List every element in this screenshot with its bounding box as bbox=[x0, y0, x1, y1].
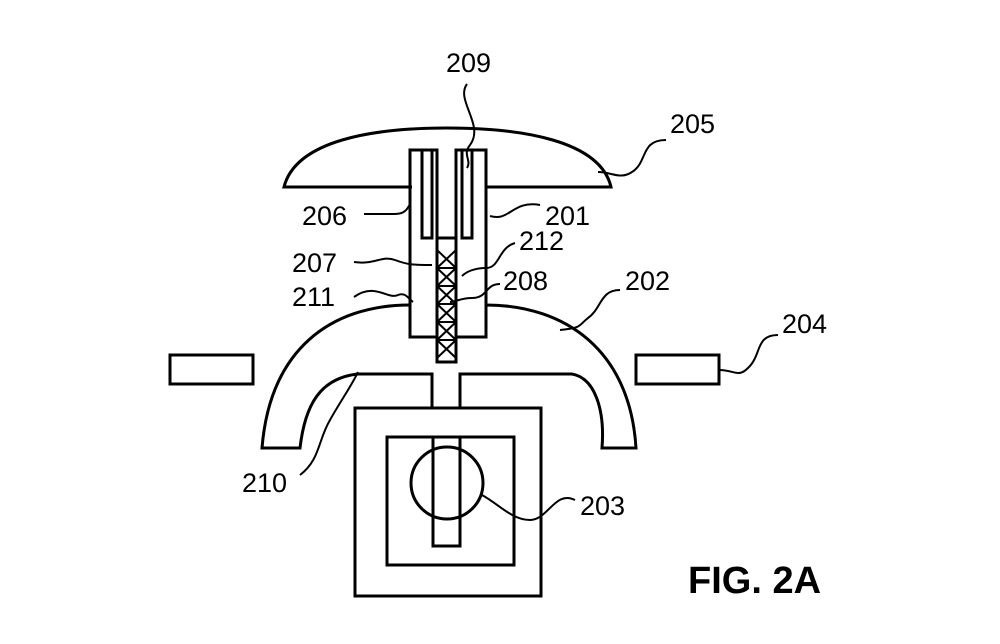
left-side-block bbox=[168, 353, 255, 386]
label-208: 208 bbox=[503, 266, 548, 296]
label-203: 203 bbox=[580, 491, 625, 521]
leader-212 bbox=[461, 242, 516, 277]
cap-dome-gap-mask bbox=[412, 183, 485, 191]
inner-tube-left bbox=[420, 148, 434, 240]
label-211: 211 bbox=[292, 282, 335, 312]
right-side-block bbox=[634, 353, 721, 386]
label-210: 210 bbox=[242, 468, 287, 498]
label-207: 207 bbox=[292, 248, 337, 278]
label-212: 212 bbox=[519, 226, 564, 256]
leader-202 bbox=[559, 289, 621, 331]
leader-203 bbox=[481, 494, 576, 522]
label-209: 209 bbox=[446, 48, 491, 78]
inner-tube-right bbox=[460, 148, 474, 240]
leader-211 bbox=[353, 290, 414, 303]
leader-208 bbox=[449, 283, 501, 303]
arched-housing bbox=[260, 303, 638, 450]
leader-207 bbox=[353, 257, 433, 266]
cap-dome bbox=[282, 126, 613, 189]
label-202: 202 bbox=[625, 266, 670, 296]
leader-205 bbox=[597, 139, 667, 177]
base-outer-box bbox=[353, 406, 543, 598]
label-206: 206 bbox=[302, 201, 347, 231]
label-205: 205 bbox=[670, 109, 715, 139]
leader-206 bbox=[364, 204, 411, 215]
figure-caption: FIG. 2A bbox=[688, 560, 821, 602]
leader-210 bbox=[299, 371, 359, 476]
spring-zigzag bbox=[436, 249, 457, 359]
label-201: 201 bbox=[545, 201, 590, 231]
leader-204 bbox=[718, 334, 779, 375]
leader-209 bbox=[463, 83, 476, 169]
label-204: 204 bbox=[782, 309, 827, 339]
sensor-ball bbox=[409, 445, 485, 521]
leader-201 bbox=[489, 203, 541, 219]
sensor-shaft bbox=[431, 435, 462, 548]
